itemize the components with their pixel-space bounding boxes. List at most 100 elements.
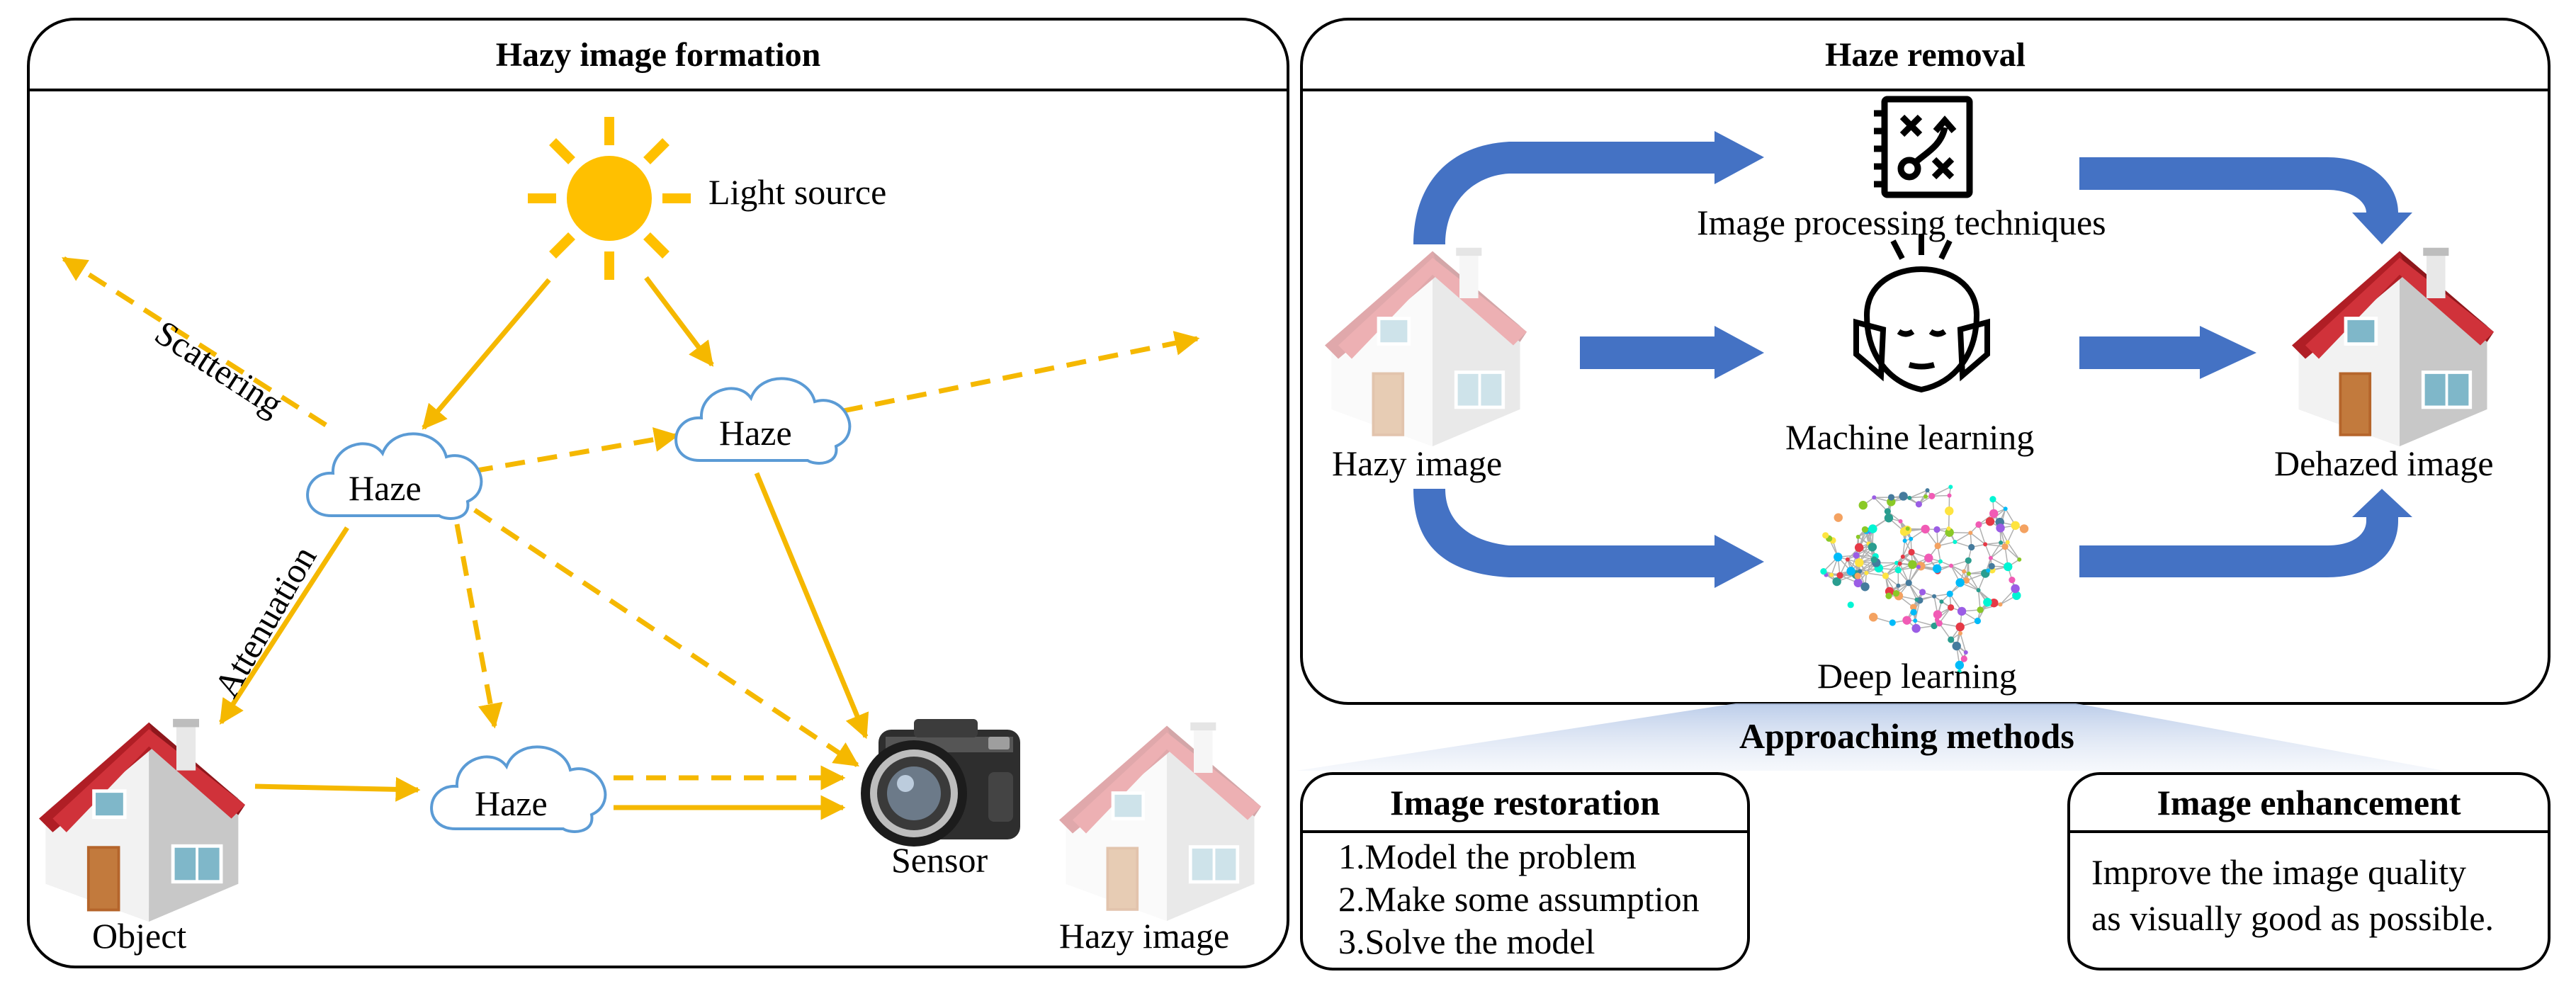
brain-node (1974, 617, 1982, 625)
brain-node (1832, 577, 1841, 587)
brain-node (1822, 532, 1829, 539)
brain-node (1853, 552, 1860, 559)
image-processing-icon (1874, 96, 1973, 198)
brain-node (1975, 521, 1982, 528)
brain-node (1947, 493, 1952, 498)
brain-node (1846, 567, 1855, 576)
brain-link (1938, 607, 1952, 624)
brain-node (1885, 592, 1892, 599)
brain-node (1983, 597, 1992, 607)
brain-node (1905, 579, 1912, 587)
brain-node (2003, 507, 2008, 511)
brain-link (2007, 542, 2020, 560)
brain-link (1977, 590, 1981, 610)
brain-node (1894, 567, 1902, 574)
curved-arrow-top-right (2079, 157, 2412, 244)
brain-node (1884, 514, 1894, 523)
brain-node (1925, 488, 1930, 493)
brain-node (1977, 606, 1984, 613)
brain-node (1868, 613, 1878, 622)
brain-link (1915, 620, 1935, 627)
brain-node (1923, 494, 1928, 499)
dashed-ray-lines (62, 256, 1200, 791)
brain-node (1864, 570, 1869, 575)
machine-learning-icon (1853, 234, 1990, 393)
brain-node (2001, 543, 2009, 550)
brain-node (1948, 636, 1955, 643)
brain-node (1847, 601, 1854, 609)
deep-learning-icon (1820, 485, 2029, 674)
brain-node (1924, 553, 1933, 562)
brain-node (1955, 660, 1965, 670)
brain-node (1854, 572, 1861, 579)
brain-node (1953, 540, 1958, 545)
brain-node (1870, 556, 1877, 563)
hazy-house-icon-right (1325, 248, 1527, 446)
panel-title: Hazy image formation (30, 21, 1287, 91)
brain-node (1945, 507, 1954, 516)
brain-node (2005, 540, 2010, 545)
brain-node (1968, 531, 1973, 536)
brain-node (1820, 567, 1827, 575)
brain-node (1905, 526, 1910, 531)
brain-node (2004, 562, 2013, 572)
brain-node (2011, 521, 2020, 530)
panel-title: Haze removal (1303, 21, 2548, 91)
brain-node (2009, 576, 2016, 584)
brain-node (1898, 519, 1903, 524)
brain-link (1950, 565, 1967, 581)
solid-ray-lines (219, 276, 869, 820)
brain-node (1910, 609, 1917, 616)
brain-node (1858, 569, 1863, 574)
image-restoration-title: Image restoration (1303, 775, 1747, 833)
haze-label-3: Haze (475, 783, 548, 823)
brain-node (1933, 526, 1941, 533)
image-enhancement-title: Image enhancement (2070, 775, 2548, 833)
brain-node (1957, 606, 1967, 616)
brain-node (1938, 559, 1943, 564)
brain-link (1902, 541, 1906, 557)
haze-label-1: Haze (349, 468, 422, 508)
brain-node (1921, 524, 1930, 534)
brain-node (1919, 589, 1926, 596)
brain-node (1932, 564, 1942, 573)
brain-node (1960, 655, 1967, 662)
brain-node (1914, 597, 1919, 602)
brain-node (1916, 565, 1921, 570)
brain-node (1889, 619, 1896, 626)
brain-link (1902, 538, 1911, 558)
straight-arrow-mid-left (1580, 326, 1764, 379)
light-source-label: Light source (708, 172, 887, 212)
brain-node (1892, 590, 1900, 597)
brain-node (1986, 568, 1991, 573)
brain-node (1965, 557, 1972, 564)
method-label-machine-learning: Machine learning (1785, 417, 2035, 457)
brain-node (2011, 584, 2020, 594)
brain-node (1963, 650, 1968, 655)
brain-link (1938, 623, 1952, 640)
straight-arrow-mid-right (2079, 326, 2256, 379)
brain-node (1936, 620, 1943, 627)
brain-node (2019, 524, 2029, 533)
brain-node (1946, 526, 1951, 531)
approaching-methods-label: Approaching methods (1739, 716, 2074, 756)
brain-node (1902, 538, 1907, 543)
brain-node (1989, 496, 1996, 503)
brain-node (1855, 558, 1864, 567)
brain-node (1855, 534, 1860, 539)
image-restoration-box: Image restoration 1.Model the problem 2.… (1300, 772, 1750, 970)
brain-node (1861, 526, 1869, 533)
hazy-house-icon-left (1059, 723, 1261, 921)
brain-node (1958, 631, 1963, 635)
brain-node (1957, 669, 1962, 674)
brain-node (1955, 578, 1965, 587)
curved-arrow-bottom-left (1413, 489, 1764, 588)
brain-node (2017, 557, 2022, 562)
brain-node (1834, 553, 1843, 562)
brain-node (1932, 594, 1937, 599)
brain-node (2012, 591, 2021, 600)
brain-node (1945, 528, 1954, 537)
brain-node (1854, 543, 1864, 553)
brain-link (1885, 575, 1897, 594)
